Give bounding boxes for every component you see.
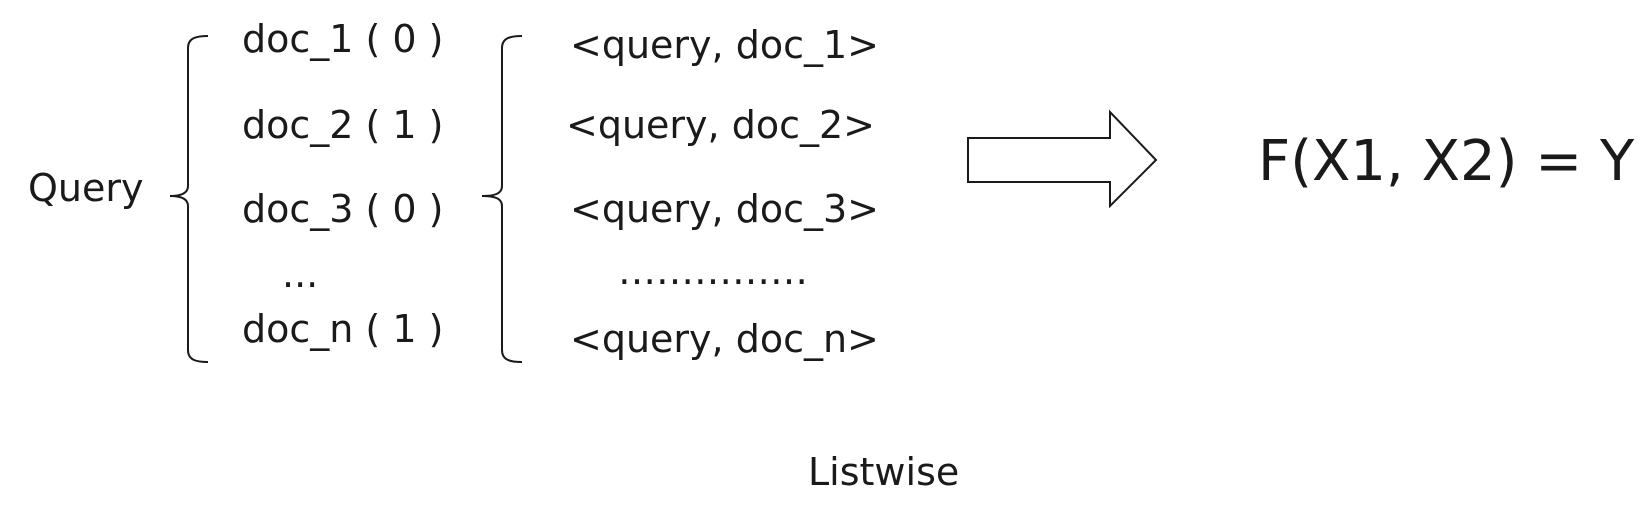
doc-item: doc_2 ( 1 )	[242, 103, 444, 147]
pair-item: <query, doc_1>	[570, 23, 879, 67]
pair-item: <query, doc_2>	[566, 103, 875, 147]
query-label: Query	[28, 166, 143, 210]
doc-item: doc_n ( 1 )	[242, 307, 443, 351]
right-arrow-icon	[967, 109, 1158, 209]
pairs-brace	[481, 35, 523, 363]
doc-item: doc_3 ( 0 )	[242, 187, 444, 231]
pair-ellipsis: ……………	[618, 249, 808, 293]
doc-item: doc_1 ( 0 )	[242, 17, 444, 61]
diagram-caption: Listwise	[808, 450, 959, 494]
formula: F(X1, X2) = Y	[1258, 129, 1635, 194]
documents-brace	[169, 35, 209, 363]
doc-ellipsis: ...	[282, 252, 318, 296]
pair-item: <query, doc_3>	[570, 187, 879, 231]
pair-item: <query, doc_n>	[570, 317, 879, 361]
